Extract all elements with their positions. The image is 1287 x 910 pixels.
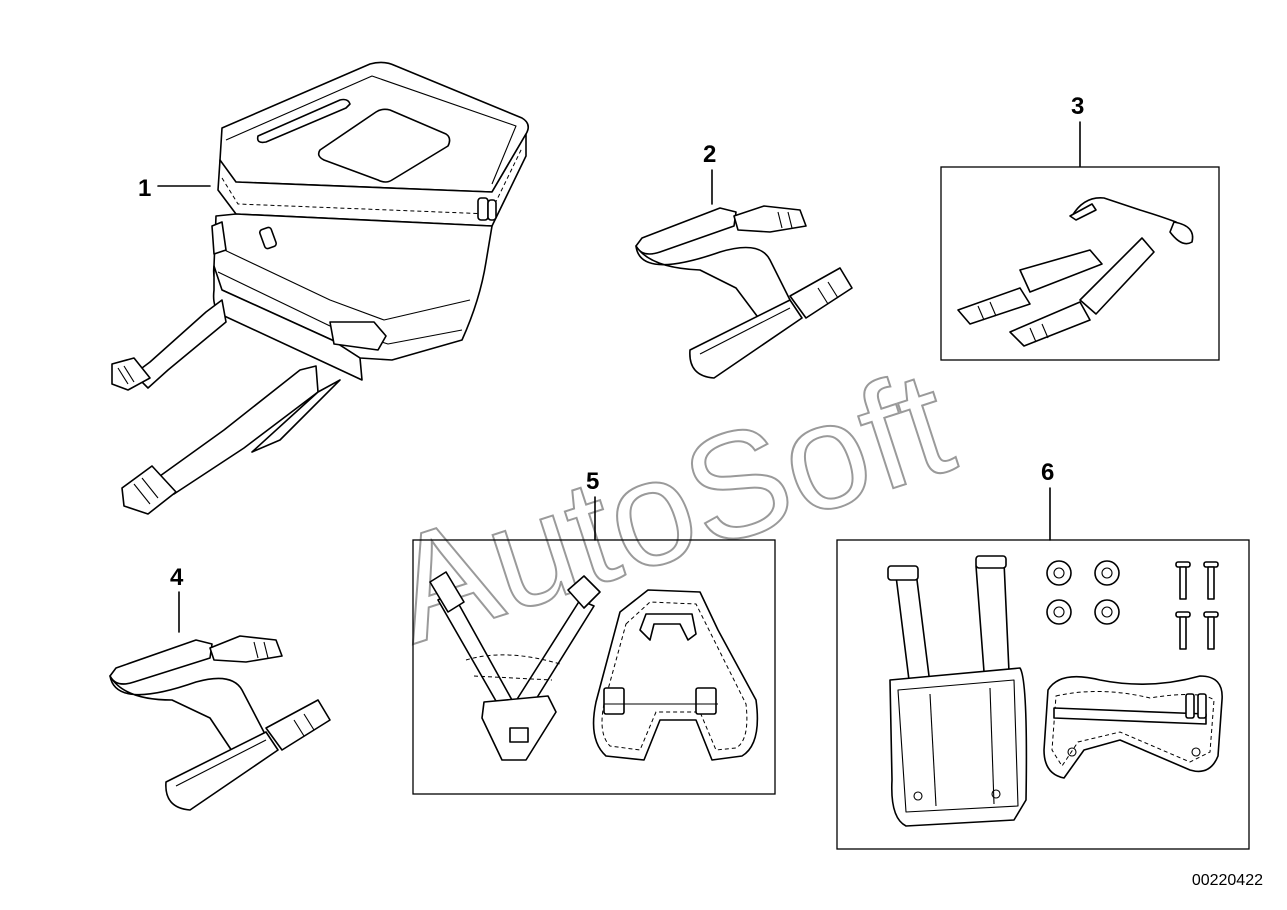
callout-3: 3 bbox=[1071, 93, 1084, 120]
part-tank-bag[interactable]: 1 bbox=[111, 61, 530, 515]
part-5-frame bbox=[412, 539, 776, 795]
callout-4: 4 bbox=[170, 564, 184, 591]
callout-5: 5 bbox=[586, 468, 599, 495]
part-mounting-kit-6[interactable]: 6 bbox=[836, 459, 1250, 850]
part-6-frame bbox=[836, 539, 1250, 850]
part-strap-2[interactable]: 2 bbox=[635, 141, 853, 379]
part-harness-set-5[interactable]: 5 bbox=[412, 468, 776, 795]
callout-1: 1 bbox=[138, 175, 151, 202]
callout-2: 2 bbox=[703, 141, 716, 168]
part-strap-4[interactable]: 4 bbox=[109, 564, 331, 811]
document-number: 00220422 bbox=[1191, 872, 1263, 889]
part-3-frame bbox=[940, 166, 1220, 361]
callout-6: 6 bbox=[1041, 459, 1054, 486]
part-strap-set-3[interactable]: 3 bbox=[940, 93, 1220, 361]
